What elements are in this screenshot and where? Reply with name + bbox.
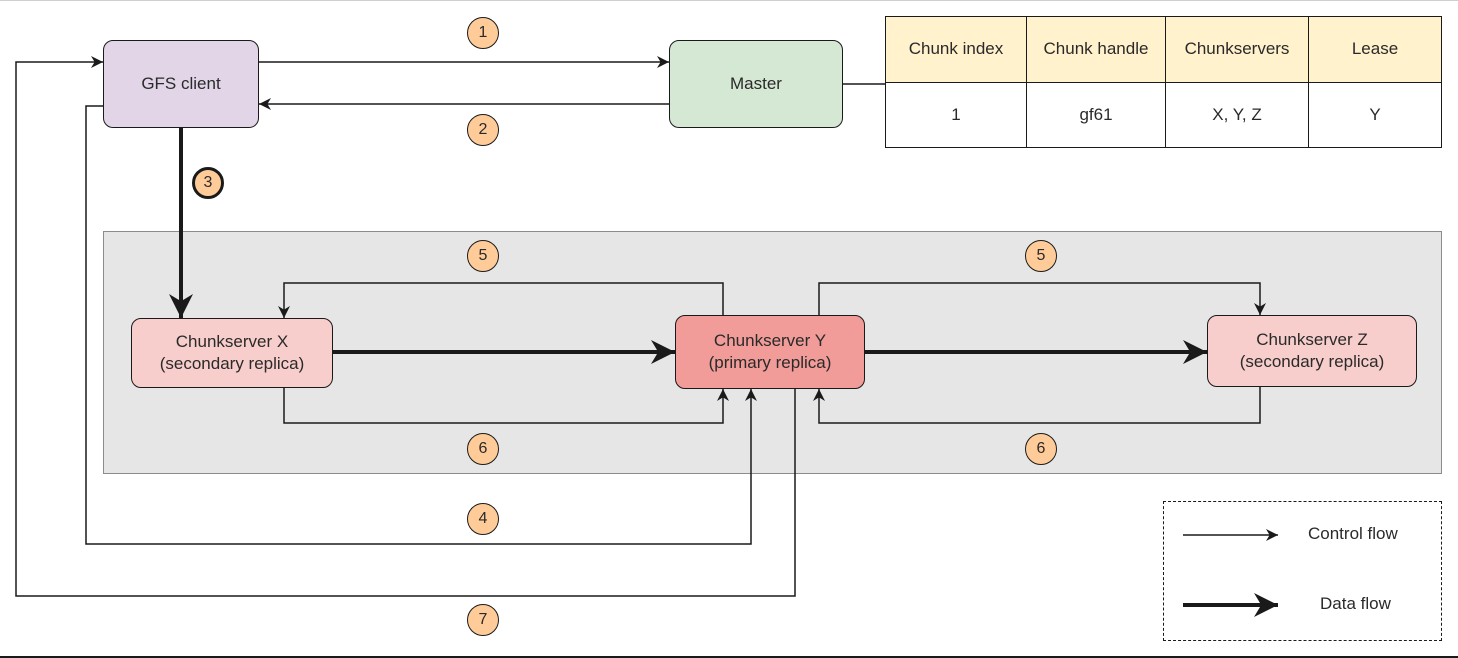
chunkserver-x-node: Chunkserver X (secondary replica)	[131, 318, 333, 388]
chunkserver-z-role: (secondary replica)	[1239, 352, 1385, 371]
step-1-badge: 1	[467, 17, 499, 49]
step-7-badge: 7	[467, 604, 499, 636]
cell-lease: Y	[1308, 81, 1442, 148]
master-node: Master	[669, 40, 843, 128]
legend-control-label: Control flow	[1308, 524, 1398, 543]
edge-client-to-y-step4	[85, 105, 757, 545]
step-2-badge: 2	[467, 114, 499, 146]
gfs-client-node: GFS client	[103, 40, 259, 128]
step-6-badge-right: 6	[1025, 433, 1057, 465]
bottom-border	[0, 656, 1458, 658]
chunk-metadata-table: Chunk index Chunk handle Chunkservers Le…	[885, 16, 1442, 148]
top-border	[0, 0, 1458, 1]
edge-z-to-y-step6	[813, 387, 1261, 424]
step-5-badge-right: 5	[1025, 240, 1057, 272]
header-lease: Lease	[1308, 16, 1442, 83]
step-4-badge: 4	[467, 503, 499, 535]
chunkserver-y-role: (primary replica)	[708, 353, 832, 372]
cell-chunk-handle: gf61	[1026, 81, 1166, 148]
chunkserver-x-title: Chunkserver X	[175, 332, 289, 351]
table-header-row: Chunk index Chunk handle Chunkservers Le…	[885, 16, 1442, 83]
cell-chunk-index: 1	[885, 81, 1027, 148]
chunkserver-y-title: Chunkserver Y	[713, 331, 827, 350]
chunkserver-x-role: (secondary replica)	[159, 354, 305, 373]
header-chunkservers: Chunkservers	[1165, 16, 1309, 83]
master-label: Master	[730, 74, 782, 93]
step-5-badge-left: 5	[467, 240, 499, 272]
cell-chunkservers: X, Y, Z	[1165, 81, 1309, 148]
edge-y-to-z-step5	[818, 282, 1266, 315]
chunkserver-z-node: Chunkserver Z (secondary replica)	[1207, 315, 1417, 387]
legend-data-label: Data flow	[1320, 594, 1391, 613]
edge-x-to-y-step6	[283, 388, 729, 424]
chunkserver-y-node: Chunkserver Y (primary replica)	[675, 315, 865, 389]
step-3-badge: 3	[192, 167, 224, 199]
header-chunk-handle: Chunk handle	[1026, 16, 1166, 83]
gfs-client-label: GFS client	[141, 74, 221, 93]
edge-y-to-x-step5	[278, 282, 724, 318]
edge-y-to-client-step7	[15, 56, 796, 597]
step-6-badge-left: 6	[467, 433, 499, 465]
legend-box	[1163, 501, 1442, 641]
header-chunk-index: Chunk index	[885, 16, 1027, 83]
chunkserver-z-title: Chunkserver Z	[1256, 330, 1368, 349]
table-row: 1 gf61 X, Y, Z Y	[885, 81, 1442, 148]
